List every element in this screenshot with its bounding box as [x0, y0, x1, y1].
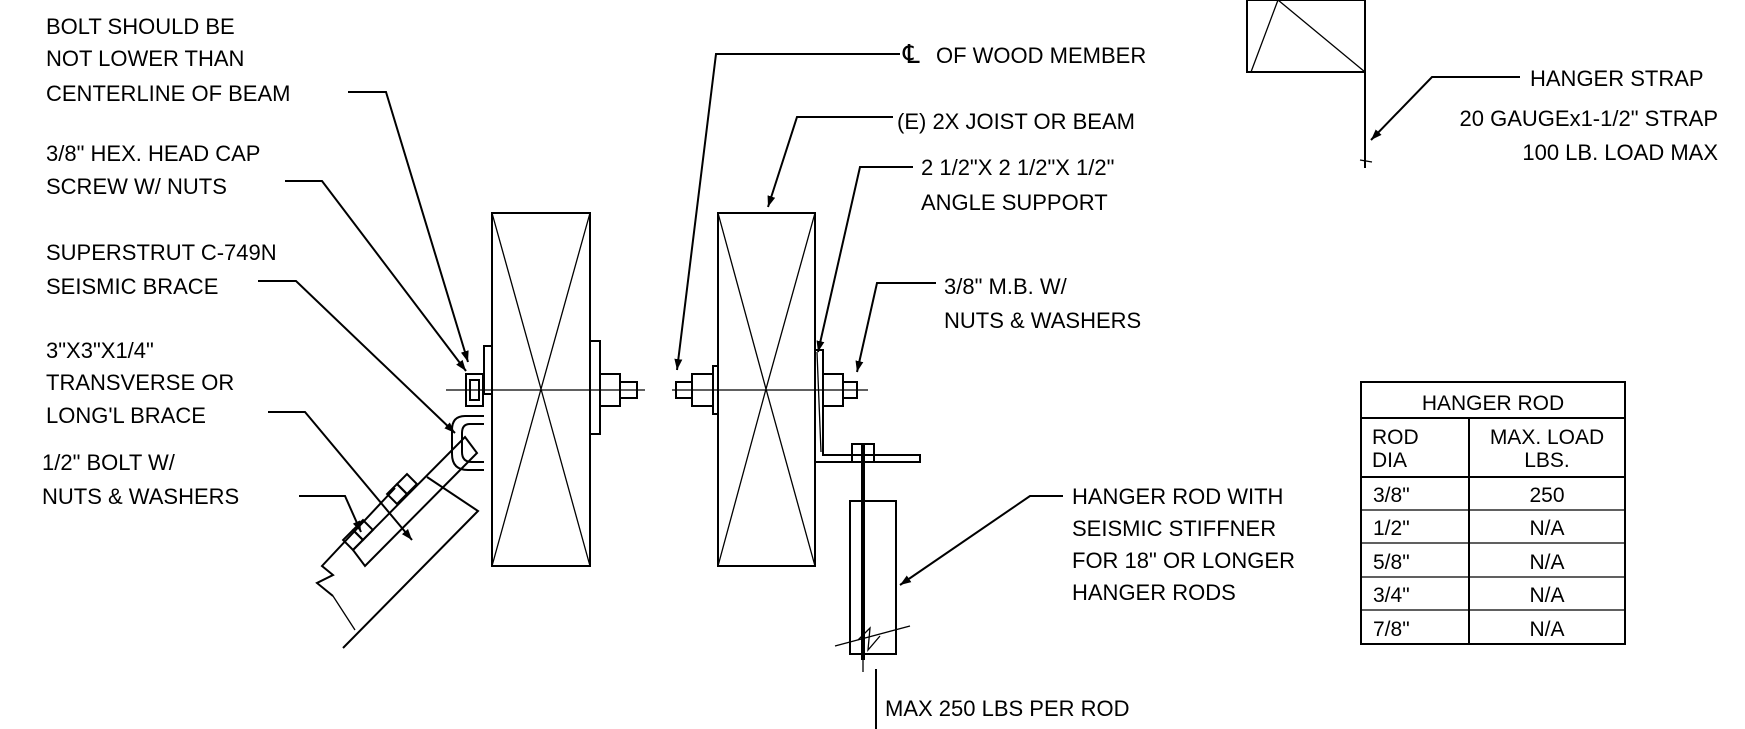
table-cell-dia: 1/2" — [1373, 517, 1410, 540]
angle-support — [815, 349, 921, 463]
table-cell-dia: 3/4" — [1373, 584, 1410, 607]
label-bolt-centerline-line1: BOLT SHOULD BE — [46, 14, 235, 39]
center-left-washer — [712, 365, 719, 415]
label-half-bolt: 1/2" BOLT W/ NUTS & WASHERS — [42, 450, 239, 509]
table-cell-load: 250 — [1529, 484, 1564, 507]
label-max-per-rod: MAX 250 LBS PER ROD — [885, 696, 1130, 721]
label-half-bolt-line2: NUTS & WASHERS — [42, 484, 239, 509]
angle-support-hatch — [816, 351, 822, 453]
label-superstrut-line2: SEISMIC BRACE — [46, 274, 218, 299]
label-transverse-line2: TRANSVERSE OR — [46, 370, 234, 395]
rod-break-marker — [857, 626, 881, 652]
leader-mb — [855, 282, 936, 373]
label-strap-spec-line2: 100 LB. LOAD MAX — [1522, 140, 1718, 165]
label-transverse-brace: 3"X3"X1/4" TRANSVERSE OR LONG'L BRACE — [46, 338, 234, 428]
label-hex-head: 3/8" HEX. HEAD CAP SCREW W/ NUTS — [46, 141, 260, 199]
label-stiff-line3: FOR 18" OR LONGER — [1072, 548, 1295, 573]
label-joist: (E) 2X JOIST OR BEAM — [897, 109, 1135, 134]
table-cell-dia: 7/8" — [1373, 618, 1410, 641]
label-stiff-line2: SEISMIC STIFFNER — [1072, 516, 1276, 541]
table-row: 5/8" N/A — [1373, 551, 1565, 574]
table-cell-load: N/A — [1529, 517, 1564, 540]
leader-bolt-centerline — [348, 91, 469, 363]
leader-half-bolt — [299, 495, 362, 533]
label-mb-line2: NUTS & WASHERS — [944, 308, 1141, 333]
label-mb-line1: 3/8" M.B. W/ — [944, 274, 1068, 299]
rod-break-line — [834, 625, 911, 647]
leader-cl-wood — [674, 53, 900, 371]
brace-leg-left-break — [315, 487, 396, 597]
table-title: HANGER ROD — [1422, 392, 1564, 415]
left-hex-nut-1-core — [469, 379, 480, 401]
brace-bolt-1-head — [395, 472, 419, 496]
label-strap-spec-line1: 20 GAUGEx1-1/2" STRAP — [1460, 106, 1718, 131]
brace-bolt-2-head — [341, 528, 365, 552]
table-row: 1/2" N/A — [1373, 517, 1565, 540]
label-transverse-line3: LONG'L BRACE — [46, 403, 206, 428]
table-frame — [1360, 381, 1626, 645]
leader-hex-head — [285, 180, 467, 372]
table-header-lbs: LBS. — [1524, 449, 1570, 472]
leader-lines — [258, 53, 1520, 729]
label-angle-line1: 2 1/2"X 2 1/2"X 1/2" — [921, 155, 1114, 180]
label-bolt-centerline-line3: CENTERLINE OF BEAM — [46, 81, 290, 106]
hanger-rod-table: HANGER ROD ROD DIA MAX. LOAD LBS. 3/8" 2… — [1360, 381, 1626, 645]
center-beam-cross-top — [717, 212, 816, 392]
centerline-symbol: ℄ — [902, 39, 920, 69]
leader-hanger-rod-stiff — [899, 495, 1063, 586]
center-right-nut-tip — [842, 381, 858, 399]
table-cell-dia: 3/8" — [1373, 484, 1410, 507]
label-hex-head-line1: 3/8" HEX. HEAD CAP — [46, 141, 260, 166]
strap-end-tick — [1359, 159, 1373, 163]
leader-joist — [767, 116, 893, 208]
center-beam-assembly — [672, 212, 921, 672]
hanger-strap-assembly — [1246, 0, 1373, 168]
label-angle-support: 2 1/2"X 2 1/2"X 1/2" ANGLE SUPPORT — [921, 155, 1114, 215]
leader-superstrut — [258, 280, 456, 434]
label-hex-head-line2: SCREW W/ NUTS — [46, 174, 227, 199]
label-stiff-line4: HANGER RODS — [1072, 580, 1236, 605]
leader-transverse — [268, 411, 413, 541]
table-header-max-load: MAX. LOAD — [1490, 426, 1604, 449]
label-stiff-line1: HANGER ROD WITH — [1072, 484, 1283, 509]
left-plate — [483, 345, 493, 395]
label-mb: 3/8" M.B. W/ NUTS & WASHERS — [944, 274, 1141, 333]
table-row: 7/8" N/A — [1373, 618, 1565, 641]
table-cell-load: N/A — [1529, 618, 1564, 641]
left-beam-assembly — [315, 212, 645, 649]
label-strap-spec: 20 GAUGEx1-1/2" STRAP 100 LB. LOAD MAX — [1460, 106, 1719, 165]
label-angle-line2: ANGLE SUPPORT — [921, 190, 1108, 215]
label-bolt-centerline: BOLT SHOULD BE NOT LOWER THAN CENTERLINE… — [46, 14, 290, 106]
left-beam-cross-bottom — [491, 386, 591, 567]
table-header-rod: ROD — [1372, 426, 1419, 449]
table-header-dia: DIA — [1372, 449, 1407, 472]
table-cell-load: N/A — [1529, 584, 1564, 607]
left-beam-cross-top — [491, 212, 591, 392]
table-cell-dia: 5/8" — [1373, 551, 1410, 574]
label-hanger-strap: HANGER STRAP — [1530, 66, 1704, 91]
label-hanger-rod-stiffener: HANGER ROD WITH SEISMIC STIFFNER FOR 18"… — [1072, 484, 1295, 605]
leader-angle-support — [816, 166, 913, 353]
left-hex-nut-2-tip — [619, 381, 638, 399]
label-superstrut-line1: SUPERSTRUT C-749N — [46, 240, 277, 265]
label-centerline-wood: ℄ OF WOOD MEMBER — [902, 39, 1146, 69]
label-cl-wood: OF WOOD MEMBER — [936, 43, 1146, 68]
left-bearing-plate — [589, 340, 601, 435]
label-superstrut: SUPERSTRUT C-749N SEISMIC BRACE — [46, 240, 277, 299]
brace-leg-right — [342, 476, 480, 649]
table-row: 3/4" N/A — [1373, 584, 1565, 607]
table-row: 3/8" 250 — [1373, 484, 1565, 507]
strap-beam-cross — [1250, 0, 1366, 73]
label-transverse-line1: 3"X3"X1/4" — [46, 338, 154, 363]
label-half-bolt-line1: 1/2" BOLT W/ — [42, 450, 176, 475]
center-beam-cross-bottom — [717, 386, 816, 567]
leader-hanger-strap — [1370, 76, 1520, 141]
label-bolt-centerline-line2: NOT LOWER THAN — [46, 46, 244, 71]
brace-break-line — [332, 595, 356, 631]
brace-flange — [351, 435, 479, 568]
table-cell-load: N/A — [1529, 551, 1564, 574]
